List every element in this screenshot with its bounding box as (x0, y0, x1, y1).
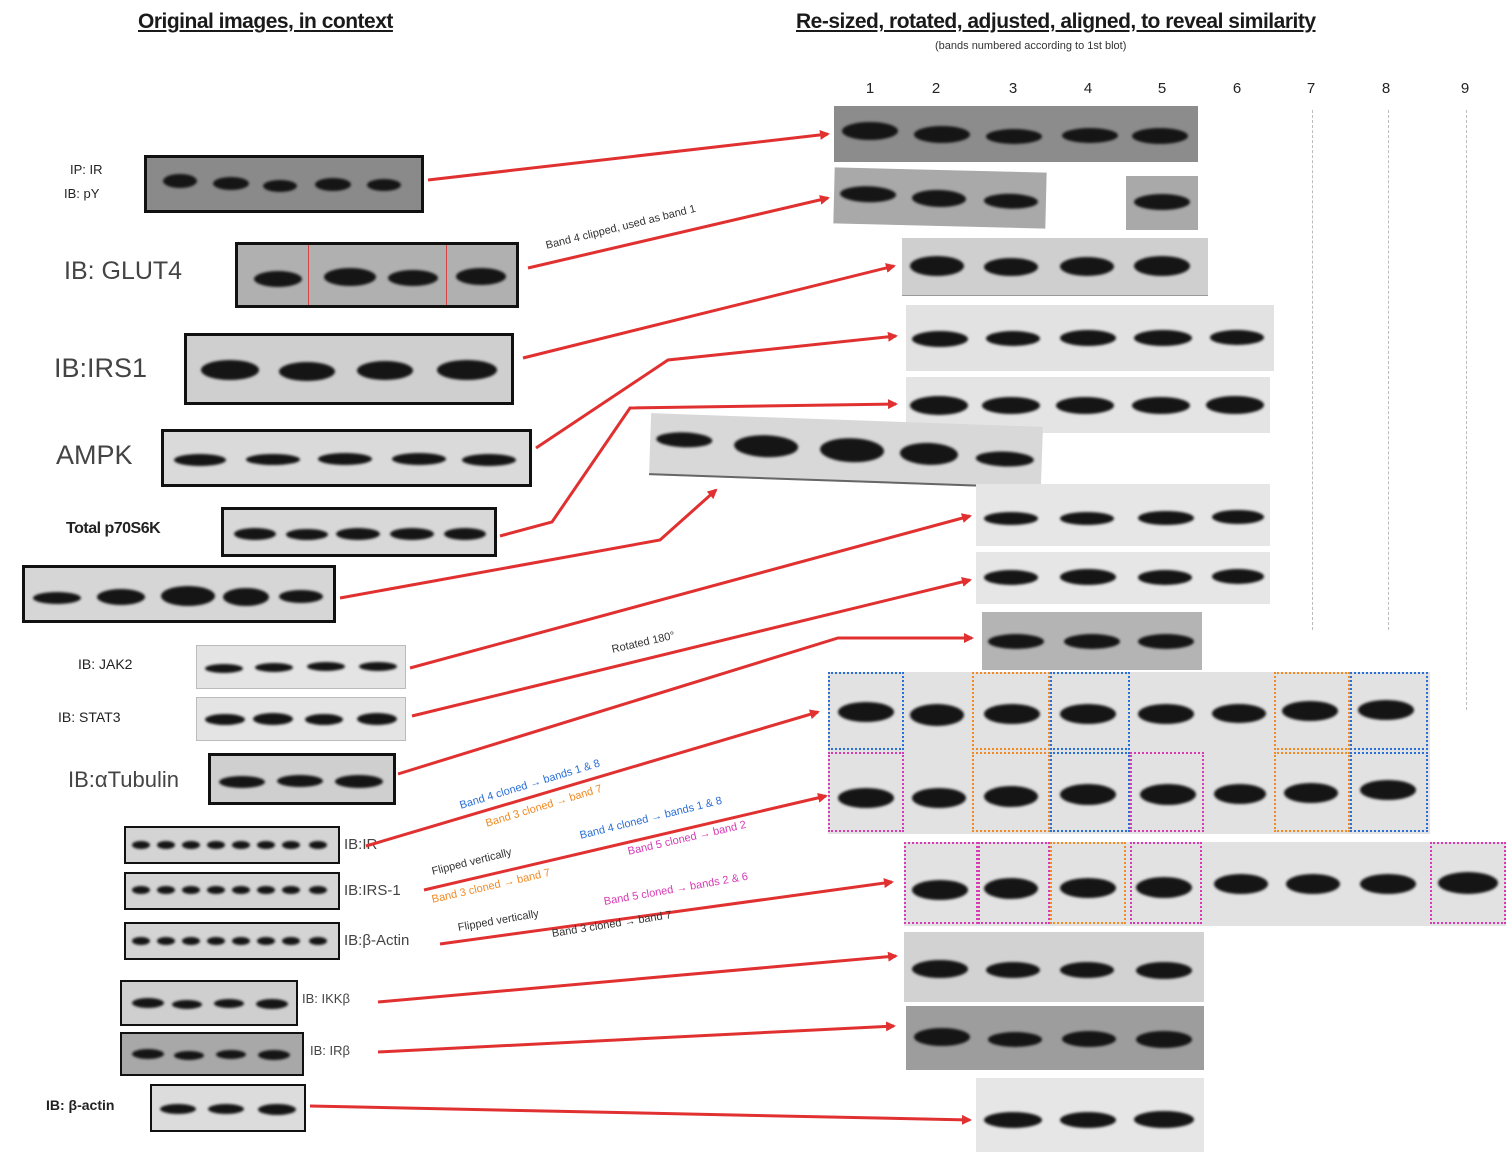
blot-beta-actin-original (124, 922, 340, 960)
lane-number-5: 5 (1157, 80, 1167, 97)
lane-number-9: 9 (1460, 80, 1470, 97)
blot-ir-aligned (828, 672, 1430, 752)
blot-ampk-original (161, 429, 532, 487)
blot-ikkb-aligned (904, 932, 1204, 1002)
label-beta-actin-2: IB: β-actin (46, 1097, 115, 1113)
label-ikkb: IB: IKKβ (302, 991, 350, 1006)
blot-stat3-original (196, 697, 406, 741)
blot-ir-py-aligned (834, 106, 1198, 162)
blot-stat3-aligned (976, 552, 1270, 604)
blot-tubulin-original (208, 753, 396, 805)
label-ip-ir: IP: IR (70, 162, 103, 177)
blot-unlabeled-original (22, 565, 336, 623)
label-glut4: IB: GLUT4 (64, 257, 183, 285)
label-irs1: IB:IRS1 (54, 353, 148, 383)
arrow-ir (365, 709, 820, 848)
arrow-unlabeled (339, 488, 718, 600)
label-ib-py: IB: pY (64, 186, 100, 201)
arrow-beta-actin (439, 878, 894, 946)
lane-guide-7 (1312, 110, 1313, 630)
label-tubulin: IB:αTubulin (68, 767, 179, 792)
blot-jak2-original (196, 645, 406, 689)
blot-irb-original (120, 1032, 304, 1076)
blot-irs-1-original (124, 872, 340, 910)
lane-guide-9 (1466, 110, 1467, 710)
arrow-tubulin (397, 633, 974, 776)
blot-tubulin-aligned (982, 612, 1202, 670)
lane-number-8: 8 (1381, 80, 1391, 97)
arrow-ir-py (427, 129, 830, 182)
blot-irs1-aligned (902, 238, 1208, 296)
arrow-glut4 (527, 194, 830, 270)
blot-beta-actin-2-original (150, 1084, 306, 1132)
lane-guide-8 (1388, 110, 1389, 630)
blot-beta-actin-aligned (904, 842, 1506, 926)
lane-number-1: 1 (865, 80, 875, 97)
arrow-irs-1 (423, 792, 828, 892)
label-irb: IB: IRβ (310, 1043, 350, 1058)
lane-number-4: 4 (1083, 80, 1093, 97)
arrow-ampk (535, 331, 898, 450)
blot-p70s6k-original (221, 507, 497, 557)
lane-number-3: 3 (1008, 80, 1018, 97)
blot-ir-original (124, 826, 340, 864)
blot-beta-actin-2-aligned (976, 1078, 1204, 1152)
lane-number-2: 2 (931, 80, 941, 97)
blot-glut4-original (235, 242, 519, 308)
label-irs-1: IB:IRS-1 (344, 882, 401, 899)
arrow-irs1 (522, 263, 896, 360)
blot-ampk-aligned (906, 305, 1274, 371)
arrow-irb (377, 1021, 896, 1054)
arrow-ikkb (377, 951, 898, 1004)
right-subnote: (bands numbered according to 1st blot) (935, 40, 1127, 52)
arrow-jak2 (409, 513, 972, 670)
blot-irb-aligned (906, 1006, 1204, 1070)
lane-number-7: 7 (1306, 80, 1316, 97)
blot-irs1-original (184, 333, 514, 405)
blot-irs-1-aligned (828, 752, 1430, 834)
label-ampk: AMPK (56, 440, 133, 470)
blot-ir-py-original (144, 155, 424, 213)
label-jak2: IB: JAK2 (78, 656, 133, 672)
blot-jak2-aligned (976, 484, 1270, 546)
label-ir: IB:IR (344, 836, 378, 853)
arrow-p70s6k (499, 399, 898, 538)
label-p70s6k: Total p70S6K (66, 520, 161, 537)
label-beta-actin: IB:β-Actin (344, 932, 410, 949)
right-heading: Re-sized, rotated, adjusted, aligned, to… (796, 10, 1316, 33)
blot-ikkb-original (120, 980, 298, 1026)
blot-glut4-aligned-b (1126, 176, 1198, 230)
arrow-beta-actin-2 (309, 1104, 972, 1125)
left-heading: Original images, in context (138, 10, 393, 33)
arrow-stat3 (411, 577, 972, 718)
lane-number-6: 6 (1232, 80, 1242, 97)
label-stat3: IB: STAT3 (58, 709, 121, 725)
